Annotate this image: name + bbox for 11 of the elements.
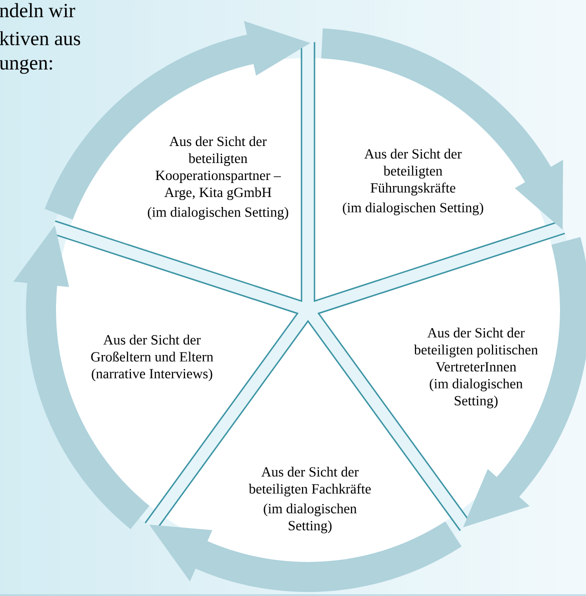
curved-arrow (149, 521, 462, 592)
curved-arrow (321, 28, 564, 230)
node-label: Aus der Sicht der beteiligten Kooperationspartner – Arge, Kita gGmbH (156, 136, 281, 200)
curved-arrow (13, 225, 150, 530)
curved-arrow (463, 237, 586, 528)
heading-text: ndeln wir (0, 3, 76, 18)
sector: Aus der Sicht der beteiligten Führungskräfte (im dialogischen Setting) (314, 42, 562, 302)
node-label: Aus der Sicht der beteiligten Führungskräfte (364, 148, 462, 196)
curved-arrow (44, 21, 310, 220)
node-label: (im dialogischen Setting) (342, 202, 484, 216)
node-label: (im dialogischen Setting) (148, 206, 288, 220)
